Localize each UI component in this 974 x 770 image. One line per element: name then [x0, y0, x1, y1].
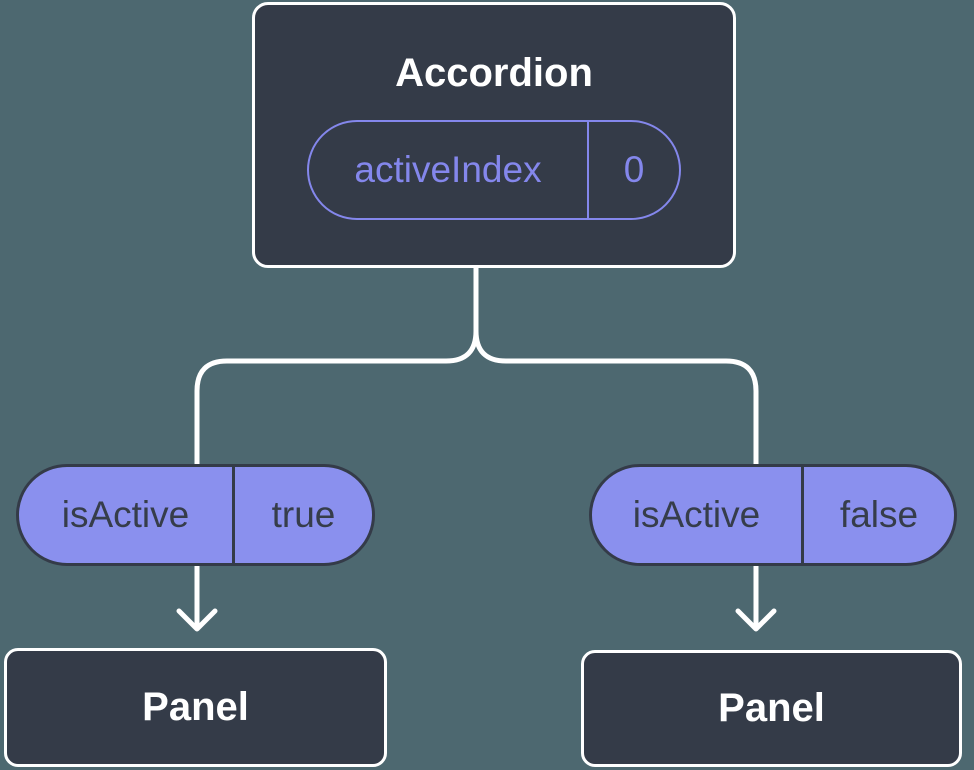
arrow-down-icon — [176, 560, 218, 632]
panel-node-title: Panel — [718, 686, 825, 730]
state-pill-isactive-true: isActive true — [16, 464, 375, 566]
branch-line-left — [194, 263, 479, 471]
state-value-label: false — [801, 467, 954, 563]
branch-line-right — [473, 263, 759, 471]
state-pill-isactive-false: isActive false — [589, 464, 957, 566]
accordion-node: Accordion activeIndex 0 — [252, 2, 736, 268]
state-name-label: isActive — [632, 494, 761, 535]
panel-node-right: Panel — [581, 650, 962, 767]
state-name-label: isActive — [61, 494, 190, 535]
prop-pill-activeindex: activeIndex 0 — [307, 120, 681, 220]
arrow-down-icon — [735, 560, 777, 632]
prop-value-label: 0 — [587, 122, 679, 218]
arrow-down-head-left — [176, 608, 218, 632]
prop-name-label: activeIndex — [354, 149, 542, 190]
panel-node-title: Panel — [142, 685, 249, 729]
state-value-label: true — [232, 467, 372, 563]
panel-node-left: Panel — [4, 648, 387, 767]
accordion-node-title: Accordion — [395, 51, 593, 95]
arrow-down-head-right — [735, 608, 777, 632]
